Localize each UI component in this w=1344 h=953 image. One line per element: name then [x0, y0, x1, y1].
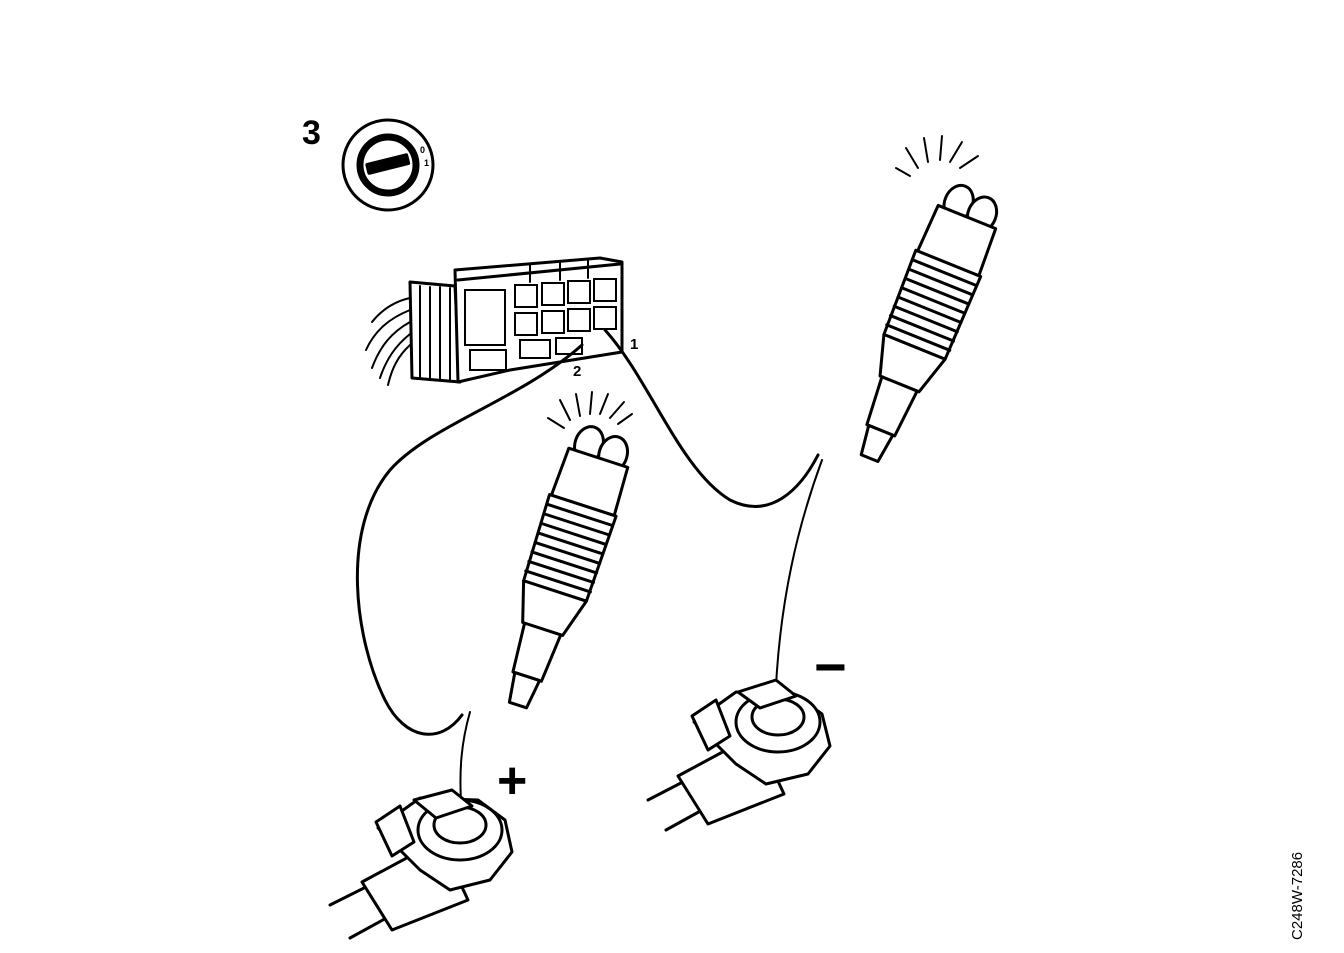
positive-sign: +: [497, 752, 527, 810]
test-lead-pin-1: [603, 328, 820, 508]
step-number: 3: [302, 114, 321, 152]
negative-sign: −: [814, 635, 847, 698]
positive-battery-terminal: [328, 788, 514, 940]
ignition-mark-0: 0: [420, 145, 425, 155]
test-lead-pin-2: [355, 343, 584, 736]
test-lamp-left: [459, 391, 633, 816]
pin-1-label: 1: [630, 336, 638, 353]
pin-2-label: 2: [573, 363, 581, 380]
test-lamp-right: [774, 135, 999, 711]
negative-battery-terminal: [646, 678, 832, 832]
harness-connector: [365, 256, 624, 386]
figure-code: C248W-7286: [1289, 852, 1306, 940]
ignition-key-icon: 0 1: [341, 118, 435, 212]
ignition-mark-1: 1: [424, 158, 429, 168]
